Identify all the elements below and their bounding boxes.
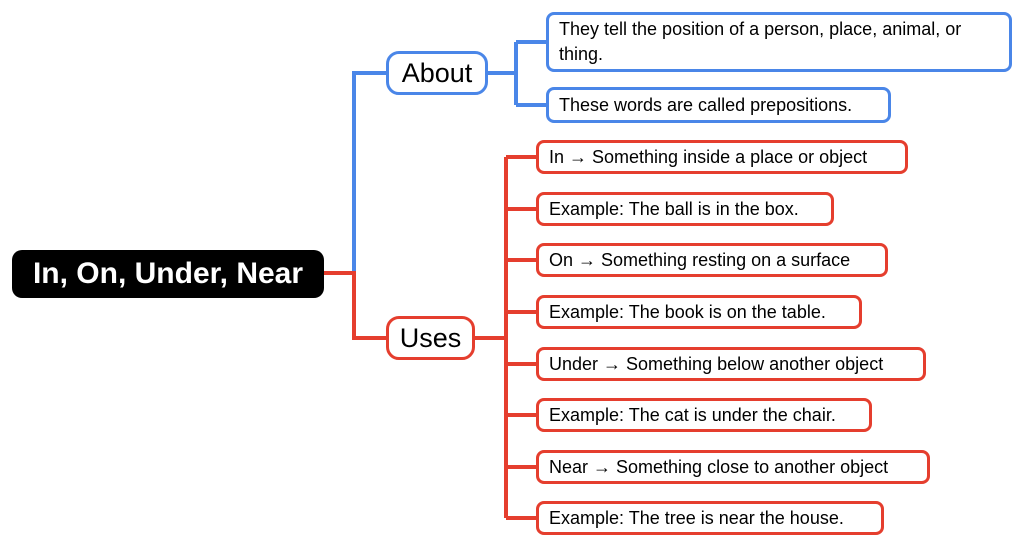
connector-root-uses: [324, 271, 386, 340]
about-item-prepositions[interactable]: These words are called prepositions.: [546, 87, 891, 123]
about-item-position[interactable]: They tell the position of a person, plac…: [546, 12, 1012, 72]
uses-item-in-example[interactable]: Example: The ball is in the box.: [536, 192, 834, 226]
uses-item-in[interactable]: In → Something inside a place or object: [536, 140, 908, 174]
uses-item-near[interactable]: Near → Something close to another object: [536, 450, 930, 484]
uses-item-on[interactable]: On → Something resting on a surface: [536, 243, 888, 277]
uses-item-on-example[interactable]: Example: The book is on the table.: [536, 295, 862, 329]
root-node[interactable]: In, On, Under, Near: [12, 250, 324, 298]
uses-item-under[interactable]: Under → Something below another object: [536, 347, 926, 381]
connector-root-about: [324, 71, 386, 275]
branch-uses[interactable]: Uses: [386, 316, 475, 360]
branch-about[interactable]: About: [386, 51, 488, 95]
uses-item-near-example[interactable]: Example: The tree is near the house.: [536, 501, 884, 535]
uses-item-under-example[interactable]: Example: The cat is under the chair.: [536, 398, 872, 432]
